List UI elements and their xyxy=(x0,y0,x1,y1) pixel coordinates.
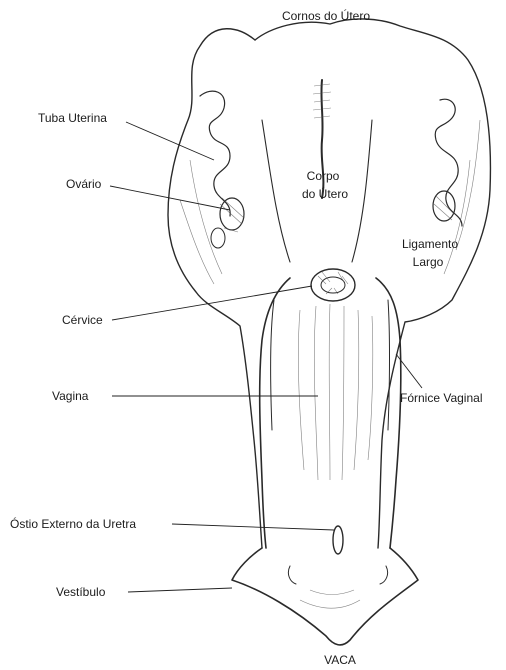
label-ligamento-line2: Largo xyxy=(413,255,444,269)
label-cervice: Cérvice xyxy=(62,313,103,327)
vagina-outline xyxy=(260,278,290,548)
label-fornice-vaginal: Fórnice Vaginal xyxy=(400,391,483,405)
leader-lines xyxy=(110,122,422,592)
label-vestibulo: Vestíbulo xyxy=(56,585,106,599)
leader-cervice xyxy=(112,286,312,320)
uterus-illustration xyxy=(168,19,490,645)
cervix xyxy=(311,269,355,301)
label-corpo-line2: do Útero xyxy=(302,186,348,201)
broad-ligament-outline xyxy=(168,29,262,548)
label-tuba-uterina: Tuba Uterina xyxy=(38,111,107,125)
leader-vestibulo xyxy=(128,588,232,592)
label-cornos-do-utero: Cornos do Útero xyxy=(282,8,370,23)
figure-caption: VACA xyxy=(324,653,356,667)
label-ovario: Ovário xyxy=(66,177,102,191)
urethral-orifice xyxy=(333,526,343,554)
label-corpo-line1: Corpo xyxy=(307,169,340,183)
leader-ostio-uretra xyxy=(172,524,334,530)
label-ligamento-line1: Ligamento xyxy=(402,237,458,251)
vestibule-outline xyxy=(232,548,418,645)
labels: Cornos do Útero Tuba Uterina Ovário Corp… xyxy=(10,8,483,667)
label-vagina: Vagina xyxy=(52,389,89,403)
leader-fornice-vaginal xyxy=(396,354,422,388)
label-ostio-externo-uretra: Óstio Externo da Uretra xyxy=(10,516,136,531)
ovary-left xyxy=(220,198,244,230)
leader-tuba-uterina xyxy=(126,122,214,160)
